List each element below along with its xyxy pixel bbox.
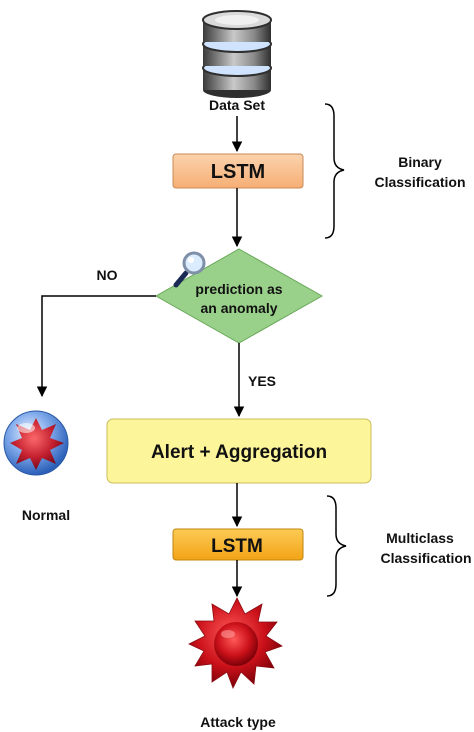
binary-brace: [324, 103, 345, 239]
binary-brace-label-line1: Binary: [398, 154, 442, 170]
decision-label-line1: prediction as: [195, 281, 282, 297]
lstm-binary-label: LSTM: [211, 161, 265, 183]
multiclass-brace-label-line1: Multiclass: [386, 530, 454, 546]
alert-aggregation-label: Alert + Aggregation: [151, 442, 327, 463]
dataset-label: Data Set: [209, 97, 265, 113]
lstm-binary-box: [172, 153, 304, 189]
magnifier-icon: [173, 251, 206, 288]
lstm-multiclass-label: LSTM: [211, 536, 263, 557]
normal-label: Normal: [22, 507, 70, 523]
no-label: NO: [97, 267, 118, 283]
alert-aggregation-box: [106, 418, 372, 484]
multiclass-brace: [326, 495, 347, 597]
binary-brace-label-line2: Classification: [374, 174, 465, 190]
multiclass-brace-label-line2: Classification: [380, 550, 471, 566]
yes-label: YES: [248, 373, 276, 389]
attack-type-label: Attack type: [200, 714, 276, 730]
lstm-multiclass-box: [172, 528, 304, 561]
edge-decision-no: [36, 295, 156, 398]
decision-label-line2: an anomaly: [200, 300, 277, 316]
database-icon: [202, 10, 272, 98]
virus-icon-normal: [3, 410, 69, 476]
virus-icon-attack: [188, 597, 283, 689]
